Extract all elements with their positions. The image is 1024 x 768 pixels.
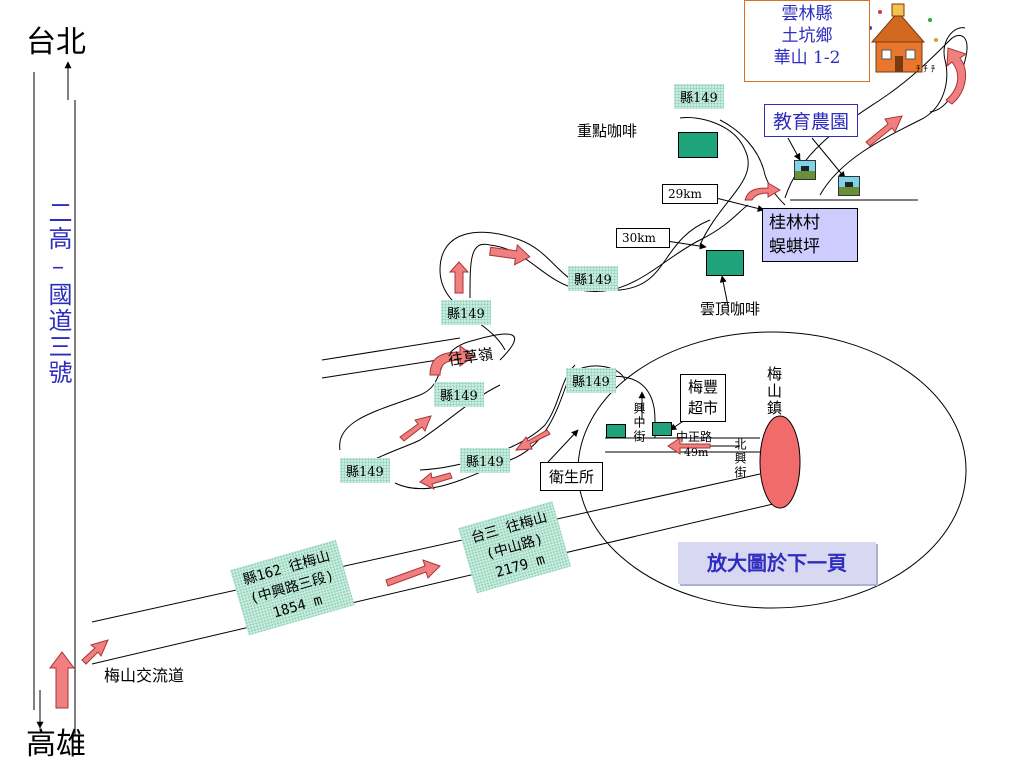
city-north-label: 台北 — [26, 25, 86, 60]
road-149-upper-a — [439, 219, 711, 351]
focus-coffee-label: 重點咖啡 — [577, 122, 638, 140]
road-149-lower-d — [419, 364, 576, 471]
route-arrow — [49, 651, 75, 709]
road-149-tag: 縣149 — [340, 458, 390, 483]
pointer-farm-1 — [787, 137, 801, 161]
svg-text:ﾁ ﾁ ﾁ: ﾁ ﾁ ﾁ — [916, 64, 936, 75]
route-arrow — [489, 243, 531, 266]
route-arrow — [429, 345, 475, 376]
road-149-tag: 縣149 — [568, 266, 618, 291]
beixing-street-label: 北興街 — [733, 438, 747, 480]
supermarket-building — [652, 422, 672, 436]
route-arrow — [865, 115, 903, 147]
clinic-label: 衛生所 — [540, 462, 604, 491]
road-149-upper-c — [679, 116, 749, 246]
route-arrow — [945, 47, 968, 105]
focus-coffee-building — [678, 132, 718, 158]
supermarket-line2: 超市 — [687, 399, 718, 417]
schoolhouse-icon: ﾁ ﾁ ﾁ — [868, 3, 938, 75]
meishan-town-label: 梅山鎮 — [765, 366, 783, 417]
xingzhong-street-label: 興中街 — [632, 402, 646, 444]
route-arrow — [399, 415, 432, 442]
caoling-road-upper — [321, 337, 461, 361]
road-to-destination-b — [819, 27, 966, 196]
destination-box: 雲林縣 土坑鄉 華山 1-2 — [744, 0, 870, 82]
farm-icon — [838, 176, 860, 196]
route-arrow — [744, 182, 781, 201]
destination-address: 華山 1-2 — [773, 48, 841, 68]
road-149-tag: 縣149 — [674, 84, 724, 109]
pointer-clinic — [547, 429, 579, 463]
destination-township: 土坑鄉 — [781, 26, 833, 46]
guilin-village: 桂林村 — [769, 213, 820, 233]
enlarged-map-note: 放大圖於下一頁 — [678, 542, 876, 584]
route-arrow — [667, 437, 711, 455]
meishan-oval — [759, 415, 801, 509]
yunding-coffee-building — [706, 250, 744, 276]
road-main-upper — [91, 473, 761, 623]
road-149-upper-d — [719, 119, 786, 206]
route-arrow — [385, 559, 441, 587]
distance-29km: 29km — [662, 184, 718, 204]
distance-30km: 30km — [616, 228, 670, 248]
interchange-label: 梅山交流道 — [104, 666, 185, 685]
pointer-yunding — [719, 275, 729, 307]
clinic-building — [606, 424, 626, 438]
road-main-lower — [91, 499, 791, 665]
road-149-tag: 縣149 — [441, 300, 491, 325]
edu-farm-label: 教育農園 — [764, 104, 859, 137]
route-arrow — [514, 429, 551, 451]
route-arrow — [81, 639, 109, 665]
farm-icon — [794, 160, 816, 180]
guilin-area: 蜈蜞坪 — [769, 237, 820, 257]
road-149-tag: 縣149 — [460, 448, 510, 473]
zhongzheng-road-label: 中正路 — [676, 430, 713, 444]
guilin-box: 桂林村 蜈蜞坪 — [762, 208, 858, 262]
pointer-farm-2 — [811, 137, 846, 179]
route-arrow — [448, 261, 470, 294]
yunding-coffee-label: 雲頂咖啡 — [700, 300, 761, 318]
freeway-label: 二高–國道三號 — [44, 200, 72, 386]
road-149-tag: 縣149 — [434, 382, 484, 407]
destination-county: 雲林縣 — [781, 4, 833, 24]
route-arrow — [419, 472, 453, 491]
distance-49m: 49m — [684, 446, 709, 459]
road-149-tag: 縣149 — [566, 368, 616, 393]
city-south-label: 高雄 — [26, 727, 86, 762]
supermarket-line1: 梅豐 — [687, 378, 718, 396]
supermarket-box: 梅豐 超市 — [680, 374, 726, 422]
